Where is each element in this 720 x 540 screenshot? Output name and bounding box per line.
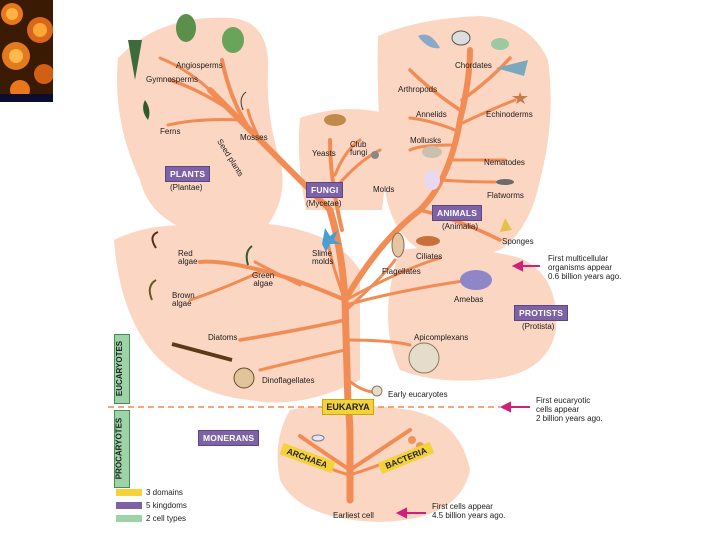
label-early-eucaryotes: Early eucaryotes — [388, 390, 448, 399]
orange-cells-image — [0, 0, 54, 102]
label-chordates: Chordates — [455, 61, 492, 70]
kingdom-monerans: MONERANS — [198, 430, 260, 446]
label-apicomplexans: Apicomplexans — [414, 333, 469, 342]
label-diatoms: Diatoms — [208, 333, 238, 342]
flatworm-icon — [496, 179, 514, 185]
archaea-cell-icon — [311, 434, 325, 442]
ameba-icon — [460, 270, 492, 290]
dinoflagellate-icon — [233, 367, 255, 389]
legend-row-domains: 3 domains — [116, 488, 183, 497]
label-ferns: Ferns — [160, 127, 181, 136]
kingdom-plants: PLANTS — [165, 166, 211, 182]
label-ciliates: Ciliates — [416, 252, 443, 261]
legend-swatch — [116, 515, 142, 522]
legend-label: 5 kingdoms — [146, 501, 187, 510]
cell-type-procaryotes: PROCARYOTES — [114, 410, 130, 488]
legend-label: 2 cell types — [146, 514, 187, 523]
bird-icon — [418, 34, 440, 49]
moss-icon — [240, 91, 247, 111]
label-slime-molds: Slime molds — [312, 249, 334, 267]
gymnosperm-tree-icon — [128, 40, 142, 80]
brown-algae-icon — [148, 279, 157, 301]
label-nematodes: Nematodes — [484, 158, 525, 167]
kingdom-fungi-sub: (Mycetae) — [306, 199, 342, 208]
broadleaf-tree-icon — [222, 27, 244, 53]
kingdom-animals: ANIMALS — [432, 205, 483, 221]
label-arthropods: Arthropods — [398, 85, 438, 94]
label-mosses: Mosses — [240, 133, 268, 142]
label-red-algae: Red algae — [178, 249, 198, 267]
snail-icon — [422, 146, 442, 158]
fern-icon — [143, 100, 150, 120]
label-annelids: Annelids — [416, 110, 447, 119]
corner-photo — [0, 0, 54, 102]
label-echinoderms: Echinoderms — [486, 110, 533, 119]
legend-label: 3 domains — [146, 488, 183, 497]
fish-icon — [496, 60, 528, 76]
diatom-icon — [171, 342, 233, 362]
legend-swatch — [116, 502, 142, 509]
kingdom-protists: PROTISTS — [514, 305, 569, 321]
label-flagellates: Flagellates — [382, 267, 421, 276]
branches — [158, 47, 517, 504]
kingdom-plants-sub: (Plantae) — [170, 183, 203, 192]
label-flatworms: Flatworms — [487, 191, 524, 200]
domain-eukarya: EUKARYA — [322, 399, 374, 415]
jellyfish-icon — [424, 170, 440, 190]
yeast-mushroom-icon — [324, 114, 346, 126]
cell-type-procaryotes-label: PROCARYOTES — [114, 417, 124, 480]
legend-row-kingdoms: 5 kingdoms — [116, 501, 187, 510]
legend-swatch — [116, 489, 142, 496]
label-green-algae: Green algae — [252, 271, 275, 289]
label-angiosperms: Angiosperms — [176, 61, 223, 70]
label-club-fungi: Club fungi — [350, 140, 368, 158]
skull-icon — [451, 30, 471, 46]
flagellate-icon — [391, 232, 405, 258]
label-sponges: Sponges — [502, 237, 534, 246]
kingdom-protists-sub: (Protista) — [522, 322, 555, 331]
label-mollusks: Mollusks — [410, 136, 442, 145]
label-yeasts: Yeasts — [312, 149, 336, 158]
label-earliest-cell: Earliest cell — [333, 511, 374, 520]
cell-type-eucaryotes: EUCARYOTES — [114, 334, 130, 404]
ciliate-icon — [416, 236, 440, 246]
kingdom-animals-sub: (Animalia) — [442, 222, 479, 231]
annotation-arrows — [395, 260, 540, 519]
frog-icon — [491, 38, 509, 50]
kingdom-fungi: FUNGI — [306, 182, 344, 198]
label-gymnosperms: Gymnosperms — [146, 75, 199, 84]
label-molds: Molds — [373, 185, 395, 194]
bacteria-cluster-icon — [408, 436, 416, 444]
cell-type-eucaryotes-label: EUCARYOTES — [115, 340, 125, 397]
label-brown-algae: Brown algae — [172, 291, 195, 309]
early-eucaryote-icon — [371, 385, 383, 397]
red-algae-icon — [151, 231, 159, 249]
mold-icon — [371, 151, 379, 159]
green-algae-icon — [245, 245, 253, 266]
background-blobs — [114, 16, 557, 522]
legend-row-cell-types: 2 cell types — [116, 514, 187, 523]
starfish-icon — [512, 92, 528, 104]
apicomplexan-icon — [408, 342, 440, 374]
note-eucaryotic: First eucaryotic cells appear 2 billion … — [536, 396, 603, 424]
label-dinoflagellates: Dinoflagellates — [262, 376, 315, 385]
note-multicellular: First multicellular organisms appear 0.6… — [548, 254, 622, 282]
angiosperm-tree-icon — [176, 14, 196, 42]
slime-mold-icon — [322, 228, 342, 252]
label-amebas: Amebas — [454, 295, 484, 304]
sponge-icon — [500, 218, 512, 232]
note-first-cells: First cells appear 4.5 billion years ago… — [432, 502, 506, 521]
